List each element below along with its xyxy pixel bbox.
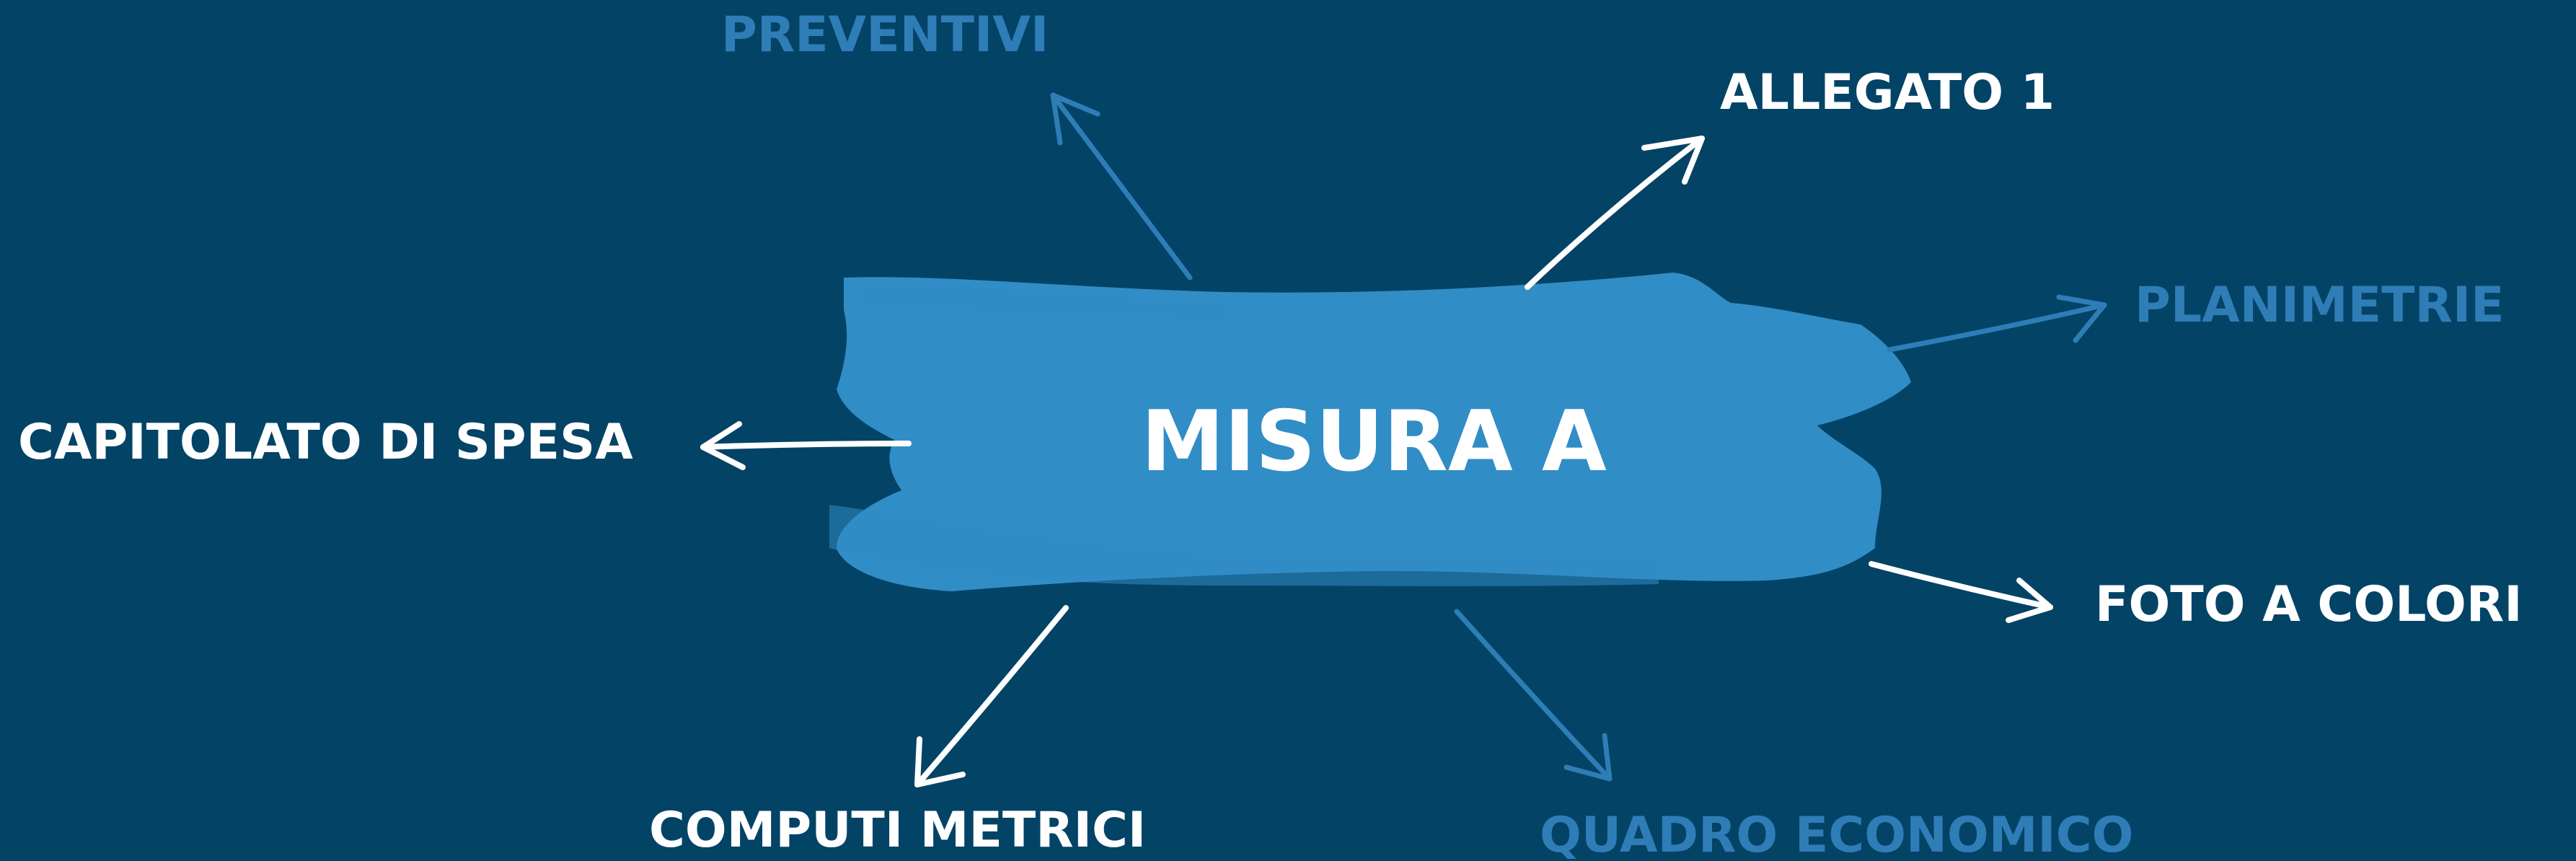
node-computi-metrici: COMPUTI METRICI: [649, 802, 1147, 859]
node-foto-a-colori: FOTO A COLORI: [2095, 576, 2523, 633]
arrow-capitolato-di-spesa: [700, 421, 912, 470]
center-topic-label: MISURA A: [1141, 393, 1607, 490]
node-planimetrie: PLANIMETRIE: [2135, 277, 2505, 334]
arrow-computi-metrici: [914, 605, 1069, 787]
node-allegato-1: ALLEGATO 1: [1720, 64, 2055, 121]
node-capitolato-di-spesa: CAPITOLATO DI SPESA: [18, 414, 633, 471]
arrow-planimetrie: [1887, 294, 2107, 353]
arrow-foto-a-colori: [1869, 561, 2053, 623]
arrow-preventivi: [1050, 92, 1193, 281]
node-quadro-economico: QUADRO ECONOMICO: [1540, 807, 2134, 861]
arrow-quadro-economico: [1454, 609, 1613, 782]
center-brush-stroke: [829, 273, 1911, 591]
node-preventivi: PREVENTIVI: [721, 6, 1049, 63]
arrow-allegato-1: [1525, 136, 1705, 290]
